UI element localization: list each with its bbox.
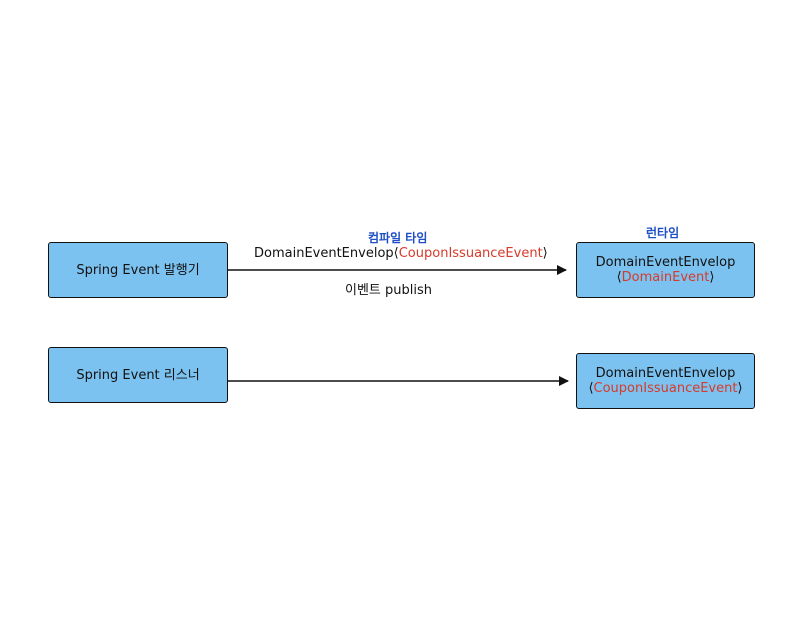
runtime-listen-envelope-type: DomainEventEnvelop	[595, 366, 736, 381]
publish-action-label: 이벤트 publish	[345, 283, 432, 298]
spring-event-listener-box: Spring Event 리스너	[48, 347, 228, 403]
runtime-label: 런타임	[646, 226, 680, 240]
spring-event-listener-label: Spring Event 리스너	[76, 367, 200, 383]
spring-event-publisher-box: Spring Event 발행기	[48, 242, 228, 298]
runtime-listen-envelope-generic: ⟨CouponIssuanceEvent⟩	[588, 381, 743, 396]
runtime-publish-envelope-type: DomainEventEnvelop	[595, 255, 736, 270]
spring-event-publisher-label: Spring Event 발행기	[76, 262, 200, 278]
publish-type-label: DomainEventEnvelop⟨CouponIssuanceEvent⟩	[254, 246, 548, 261]
runtime-publish-envelope-generic: ⟨DomainEvent⟩	[616, 270, 715, 285]
runtime-publish-envelope-box: DomainEventEnvelop ⟨DomainEvent⟩	[576, 242, 755, 298]
runtime-listen-envelope-box: DomainEventEnvelop ⟨CouponIssuanceEvent⟩	[576, 353, 755, 409]
compile-time-label: 컴파일 타임	[368, 231, 428, 245]
